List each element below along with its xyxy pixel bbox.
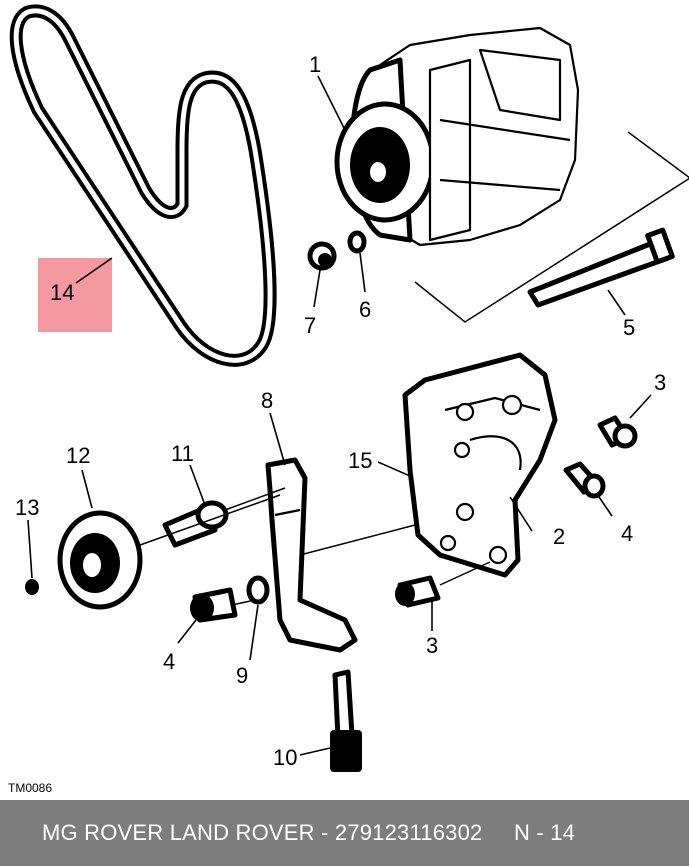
callout-3-lower: 3 [426, 633, 438, 658]
callout-2: 2 [553, 524, 565, 549]
drawing-code: TM0086 [8, 781, 53, 795]
callout-13: 13 [15, 495, 39, 520]
callout-3-upper: 3 [654, 370, 666, 395]
alternator[interactable] [334, 26, 580, 247]
callout-14[interactable]: 14 [50, 280, 74, 305]
mounting-bracket[interactable] [402, 352, 558, 578]
idler-pulley[interactable] [57, 494, 281, 610]
callout-5: 5 [623, 315, 635, 340]
callout-12: 12 [66, 443, 90, 468]
callout-4-right: 4 [621, 521, 633, 546]
callout-6: 6 [359, 297, 371, 322]
tensioner-bolt[interactable] [162, 487, 286, 548]
spacer-washer[interactable] [246, 575, 270, 605]
footer-text: MG ROVER LAND ROVER - 279123116302 N - 1… [42, 820, 576, 845]
bolt-upper-right[interactable] [597, 415, 638, 449]
callout-4-left: 4 [163, 649, 175, 674]
callout-9: 9 [236, 663, 248, 688]
callout-7: 7 [304, 313, 316, 338]
callout-8: 8 [261, 388, 273, 413]
pulley-cap[interactable] [25, 579, 39, 595]
drive-belt[interactable] [9, 4, 277, 367]
nut[interactable] [307, 241, 337, 271]
callout-15: 15 [348, 448, 372, 473]
alternator-pivot-bolt[interactable] [414, 131, 689, 323]
long-bolt[interactable] [330, 669, 362, 772]
exploded-parts-diagram: 1 2 3 3 4 4 5 6 7 8 9 10 11 12 13 14 15 [9, 4, 689, 772]
washer[interactable] [347, 230, 367, 254]
callout-11: 11 [171, 441, 194, 466]
highlighted-part-marker [38, 258, 112, 332]
callout-10: 10 [273, 745, 297, 770]
footer-bar: MG ROVER LAND ROVER - 279123116302 N - 1… [0, 800, 689, 866]
callout-1: 1 [309, 52, 321, 77]
bolt-left[interactable] [190, 587, 238, 623]
bolt-lower-center[interactable] [395, 575, 441, 608]
bolt-right[interactable] [563, 461, 606, 499]
adjuster-link[interactable] [265, 457, 358, 653]
